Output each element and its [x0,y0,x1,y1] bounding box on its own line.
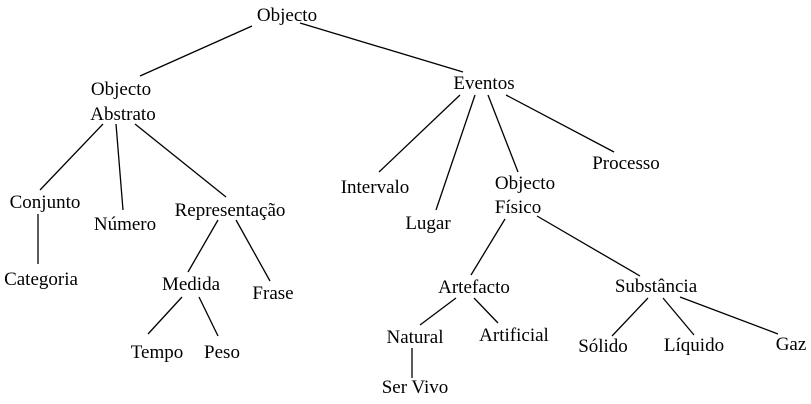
edge-substancia-gaz [679,296,779,335]
node-medida: Medida [162,274,221,295]
node-natural: Natural [387,327,444,348]
edge-objecto-objecto-abstrato [139,25,253,77]
node-tempo: Tempo [131,342,184,363]
edge-substancia-liquido [662,297,695,336]
node-lugar: Lugar [405,213,451,234]
node-peso: Peso [204,342,240,363]
edge-representacao-medida [187,219,219,273]
edge-eventos-intervalo [378,94,461,173]
node-objecto: Objecto [257,5,317,26]
node-artificial: Artificial [479,325,549,346]
tree-nodes: Objecto Objecto Abstrato Eventos Conjunt… [4,5,806,398]
tree-edges [37,22,779,378]
edge-abstrato-representacao [134,123,227,198]
edge-representacao-frase [235,219,271,282]
edge-medida-tempo [147,296,183,335]
node-objecto-fisico-line2: Físico [495,197,541,218]
edge-eventos-processo [505,94,615,153]
node-numero: Número [94,214,156,235]
node-substancia: Substância [615,276,698,297]
node-objecto-abstrato-line2: Abstrato [90,104,155,125]
node-eventos: Eventos [453,73,514,94]
edge-artefacto-natural [419,297,457,326]
edge-fisico-artefacto [470,218,506,276]
edge-eventos-lugar [435,94,476,211]
node-solido: Sólido [578,336,628,357]
edge-medida-peso [198,296,219,337]
edge-abstrato-conjunto [39,123,104,191]
node-objecto-abstrato-line1: Objecto [91,79,151,100]
node-intervalo: Intervalo [341,177,410,198]
node-ser-vivo: Ser Vivo [382,377,449,398]
edge-artefacto-artificial [473,297,499,324]
edge-objecto-eventos [299,22,464,73]
node-liquido: Líquido [664,335,724,356]
node-artefacto: Artefacto [438,277,510,298]
node-categoria: Categoria [4,269,78,290]
edge-abstrato-numero [115,123,124,211]
node-gaz: Gaz [776,334,807,355]
edge-substancia-solido [611,297,649,337]
node-objecto-fisico-line1: Objecto [495,173,555,194]
node-frase: Frase [252,283,293,304]
edge-eventos-objecto-fisico [487,94,519,173]
node-conjunto: Conjunto [10,192,81,213]
edge-fisico-substancia [536,215,641,277]
node-processo: Processo [592,153,660,174]
node-representacao: Representação [175,200,286,221]
